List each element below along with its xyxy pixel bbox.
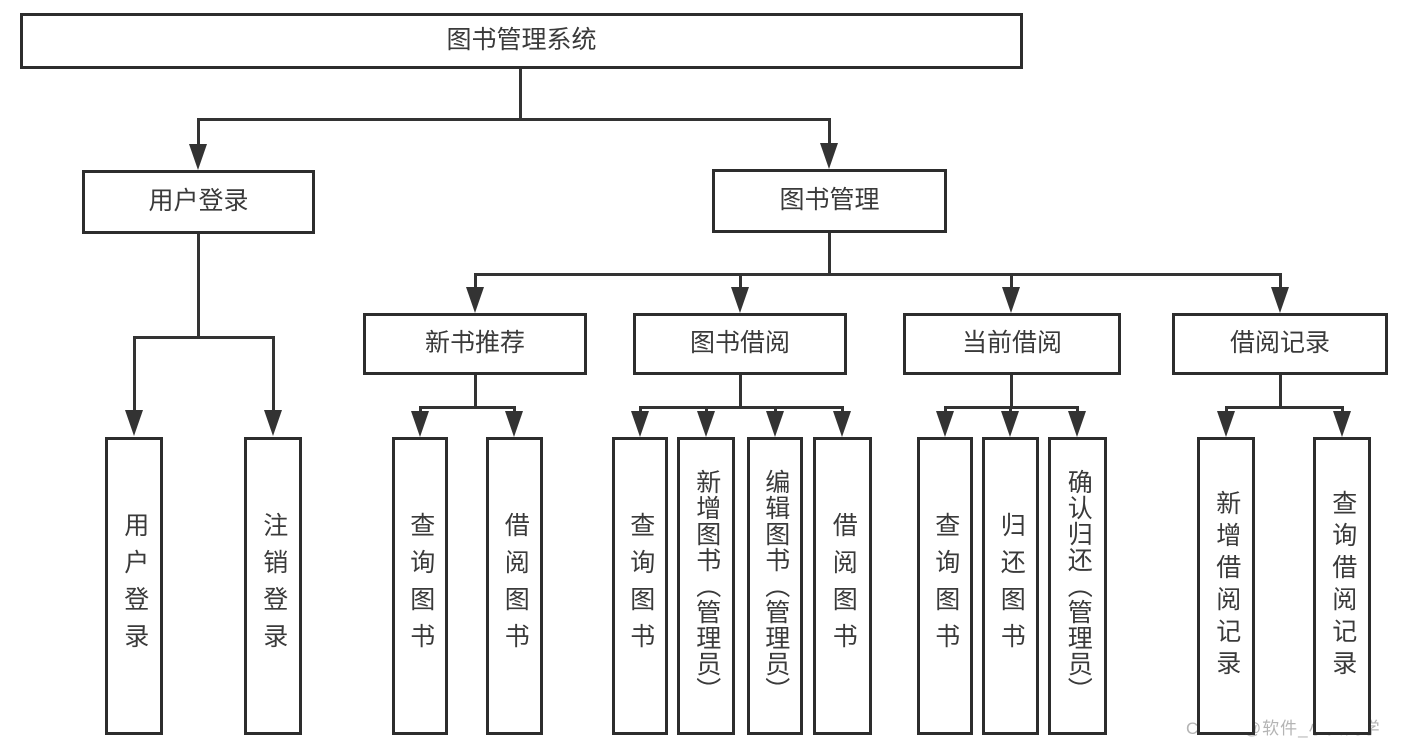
arrowhead-down-icon [411, 411, 429, 437]
connector-line [1009, 273, 1013, 293]
node-logout-v: 注销登录 [244, 437, 302, 735]
arrowhead-down-icon [1217, 411, 1235, 437]
connector-line [271, 336, 275, 416]
connector-line [738, 273, 742, 293]
arrowhead-down-icon [1068, 411, 1086, 437]
node-label: 查询图书 [626, 512, 655, 660]
connector-line [518, 69, 522, 121]
node-label: 新增借阅记录 [1212, 490, 1241, 682]
arrowhead-down-icon [697, 411, 715, 437]
node-label: 当前借阅 [961, 329, 1062, 358]
node-label: 用户登录 [148, 187, 249, 216]
connector-line [473, 273, 477, 293]
node-borrow-books-1: 借阅图书 [486, 437, 543, 735]
connector-line [738, 375, 742, 409]
node-label: 查询图书 [931, 512, 960, 660]
node-label: 用户登录 [120, 512, 149, 660]
node-label: 查询借阅记录 [1328, 490, 1357, 682]
node-add-books-admin: 新增图书（管理员） [677, 437, 735, 735]
node-label: 归还图书 [997, 512, 1026, 660]
arrowhead-down-icon [731, 287, 749, 313]
arrowhead-down-icon [1333, 411, 1351, 437]
arrowhead-down-icon [1002, 287, 1020, 313]
arrowhead-down-icon [936, 411, 954, 437]
arrowhead-down-icon [631, 411, 649, 437]
node-label: 注销登录 [259, 512, 288, 660]
connector-line [132, 336, 275, 339]
node-root: 图书管理系统 [20, 13, 1023, 69]
arrowhead-down-icon [1001, 411, 1019, 437]
arrowhead-down-icon [264, 410, 282, 436]
connector-line [196, 118, 831, 121]
node-label: 图书管理系统 [446, 26, 597, 55]
node-return-books: 归还图书 [982, 437, 1039, 735]
connector-line [1009, 375, 1013, 409]
node-label: 借阅图书 [829, 512, 858, 660]
node-label: 新书推荐 [424, 329, 525, 358]
node-borrow-books-2: 借阅图书 [813, 437, 872, 735]
connector-line [1278, 273, 1282, 293]
arrowhead-down-icon [125, 410, 143, 436]
arrowhead-down-icon [189, 144, 207, 170]
node-borrow-records: 借阅记录 [1172, 313, 1388, 375]
node-query-books-3: 查询图书 [917, 437, 973, 735]
node-new-book-rec: 新书推荐 [363, 313, 587, 375]
node-book-mgmt: 图书管理 [712, 169, 947, 233]
node-current-borrow: 当前借阅 [903, 313, 1121, 375]
connector-line [473, 375, 477, 409]
connector-line [1224, 406, 1344, 409]
connector-line [132, 336, 136, 416]
connector-line [473, 273, 1282, 276]
node-query-borrow-record: 查询借阅记录 [1313, 437, 1371, 735]
connector-line [1278, 375, 1282, 409]
node-label: 新增图书（管理员） [692, 469, 721, 703]
node-label: 借阅图书 [501, 512, 530, 660]
node-label: 图书管理 [779, 186, 880, 215]
node-label: 编辑图书（管理员） [761, 469, 790, 703]
node-query-books-1: 查询图书 [392, 437, 448, 735]
arrowhead-down-icon [833, 411, 851, 437]
connector-line [196, 234, 200, 339]
arrowhead-down-icon [505, 411, 523, 437]
node-confirm-return-admin: 确认归还（管理员） [1048, 437, 1107, 735]
arrowhead-down-icon [766, 411, 784, 437]
node-book-borrow: 图书借阅 [633, 313, 847, 375]
connector-line [827, 233, 831, 276]
node-label: 确认归还（管理员） [1064, 469, 1093, 703]
connector-line [827, 118, 831, 149]
connector-line [196, 118, 200, 150]
node-user-login: 用户登录 [82, 170, 315, 234]
arrowhead-down-icon [820, 143, 838, 169]
node-add-borrow-record: 新增借阅记录 [1197, 437, 1255, 735]
connector-line [638, 406, 844, 409]
node-edit-books-admin: 编辑图书（管理员） [747, 437, 803, 735]
arrowhead-down-icon [1271, 287, 1289, 313]
node-label: 图书借阅 [689, 329, 790, 358]
node-label: 查询图书 [406, 512, 435, 660]
arrowhead-down-icon [466, 287, 484, 313]
node-query-books-2: 查询图书 [612, 437, 668, 735]
connector-line [418, 406, 516, 409]
node-login-v: 用户登录 [105, 437, 163, 735]
node-label: 借阅记录 [1229, 329, 1330, 358]
